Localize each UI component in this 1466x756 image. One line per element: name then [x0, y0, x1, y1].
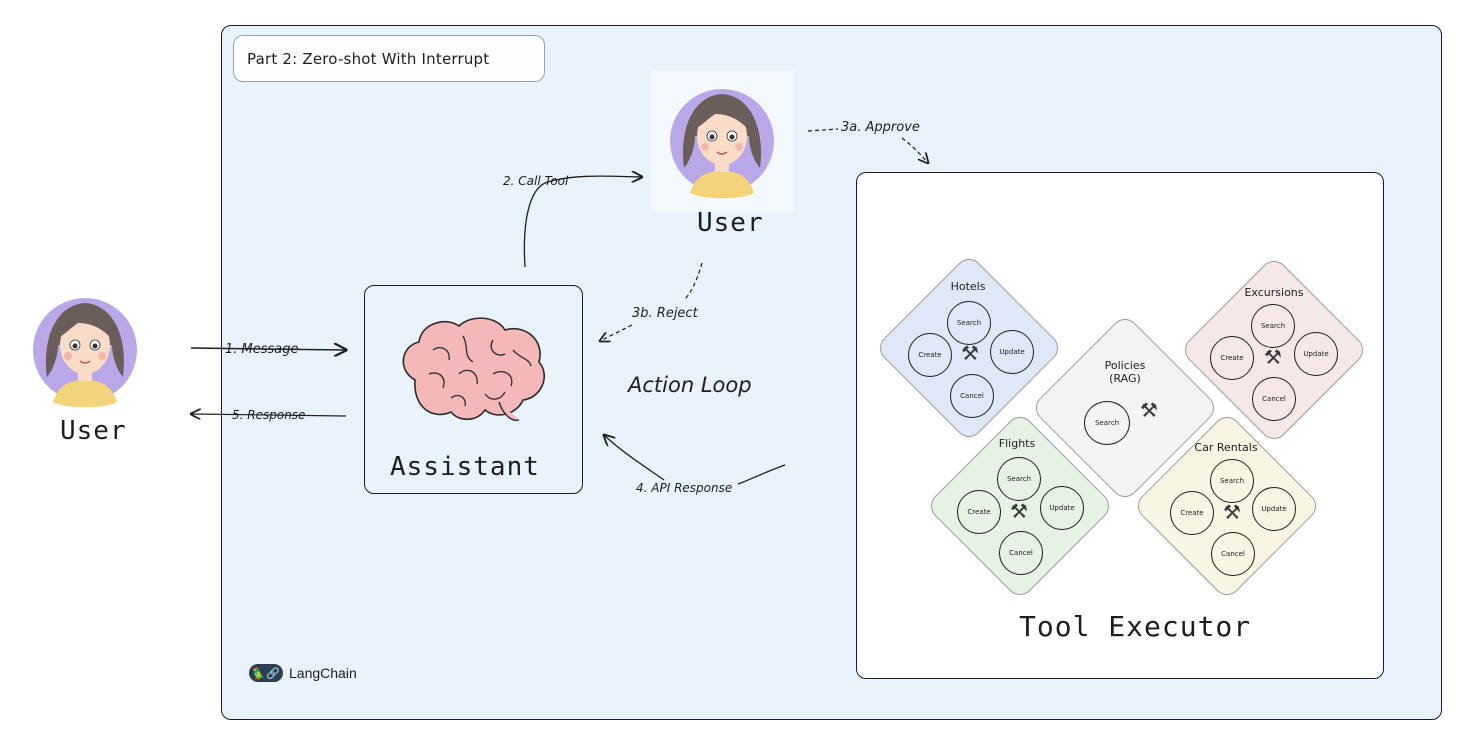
car-rentals-create-op: Create	[1170, 491, 1214, 535]
external-user-avatar	[33, 298, 137, 408]
action-loop-label: Action Loop	[628, 373, 752, 397]
langchain-logo-icon: 🦜🔗	[249, 664, 283, 682]
external-user-label: User	[60, 416, 127, 446]
hotels-cancel-op: Cancel	[950, 374, 994, 418]
car-rentals-search-op: Search	[1210, 459, 1254, 503]
langchain-brand-text: LangChain	[289, 665, 357, 681]
review-user-label: User	[697, 208, 764, 238]
response-edge-label: 5. Response	[232, 408, 306, 422]
message-edge-label: 1. Message	[225, 342, 299, 357]
flights-cancel-op: Cancel	[999, 531, 1043, 575]
excursions-cancel-op: Cancel	[1252, 377, 1296, 421]
flights-title: Flights	[998, 437, 1036, 450]
hotels-title: Hotels	[950, 280, 986, 293]
edge-api-response-arrow	[604, 435, 665, 481]
api-response-edge-label: 4. API Response	[636, 481, 733, 495]
edge-reject	[683, 262, 703, 301]
hotels-tools-icon: ⚒	[961, 341, 979, 365]
flights-tools-icon: ⚒	[1010, 499, 1028, 523]
flights-search-op: Search	[997, 457, 1041, 501]
diagram-title-box: Part 2: Zero-shot With Interrupt	[233, 35, 545, 82]
hotels-create-op: Create	[908, 333, 952, 377]
hotels-search-op: Search	[947, 301, 991, 345]
langchain-logo: 🦜🔗 LangChain	[249, 664, 357, 682]
policies-title: Policies (RAG)	[1104, 359, 1146, 386]
edge-approve-arrow	[901, 137, 928, 163]
excursions-search-op: Search	[1251, 304, 1295, 348]
review-user-avatar	[670, 89, 774, 199]
hotels-update-op: Update	[990, 330, 1034, 374]
policies-search-op: Search	[1084, 401, 1130, 445]
car-rentals-update-op: Update	[1252, 487, 1296, 531]
flights-create-op: Create	[957, 490, 1001, 534]
excursions-tools-icon: ⚒	[1264, 345, 1282, 369]
diagram-title: Part 2: Zero-shot With Interrupt	[247, 49, 490, 68]
flights-update-op: Update	[1040, 486, 1084, 530]
edge-reject-arrow	[600, 324, 633, 341]
car-rentals-cancel-op: Cancel	[1211, 532, 1255, 576]
excursions-update-op: Update	[1294, 332, 1338, 376]
brain-icon	[402, 317, 545, 421]
assistant-label: Assistant	[390, 452, 540, 482]
edge-approve	[807, 128, 839, 132]
reject-edge-label: 3b. Reject	[632, 306, 698, 321]
edge-response	[191, 414, 347, 416]
approve-edge-label: 3a. Approve	[841, 120, 920, 135]
edge-message	[190, 348, 346, 350]
edge-call-tool	[523, 176, 642, 268]
edge-api-response	[737, 464, 786, 485]
call-tool-edge-label: 2. Call Tool	[503, 174, 569, 188]
excursions-title: Excursions	[1244, 286, 1304, 299]
excursions-create-op: Create	[1210, 336, 1254, 380]
policies-tools-icon: ⚒	[1140, 398, 1158, 422]
tool-executor-label: Tool Executor	[1019, 610, 1252, 643]
car-rentals-title: Car Rentals	[1194, 441, 1258, 454]
car-rentals-tools-icon: ⚒	[1223, 500, 1241, 524]
